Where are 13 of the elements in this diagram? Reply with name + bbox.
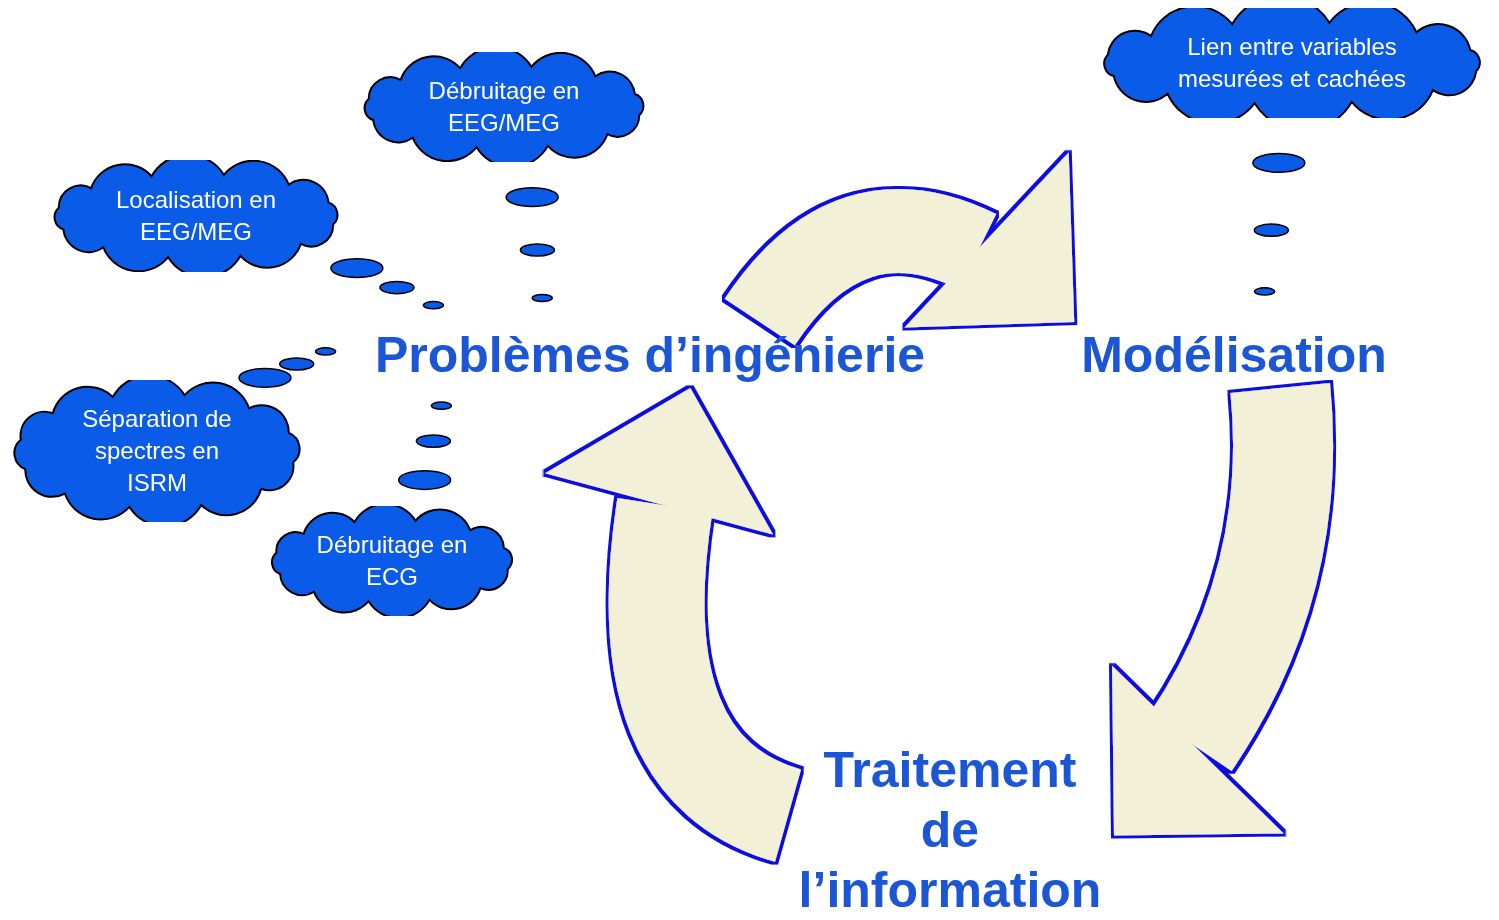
heading-text: Problèmes d’ingénierie	[340, 322, 960, 388]
cloud-label: Débruitage en EEG/MEG	[427, 76, 581, 138]
cloud-label: Lien entre variables mesurées et cachées	[1176, 32, 1408, 94]
heading-text: Modélisation	[1064, 322, 1404, 388]
thought-bubble-trail	[397, 401, 453, 491]
heading-text: Traitement de l’information	[788, 740, 1112, 920]
cloud-label: Séparation de spectres en ISRM	[81, 404, 233, 498]
thought-bubble-trail	[238, 347, 337, 388]
thought-bubble-trail	[330, 258, 445, 310]
cloud-label: Localisation en EEG/MEG	[114, 185, 278, 247]
thought-bubble-trail	[1252, 152, 1306, 296]
thought-bubble-trail	[505, 187, 559, 303]
cloud-label: Débruitage en ECG	[315, 530, 469, 592]
